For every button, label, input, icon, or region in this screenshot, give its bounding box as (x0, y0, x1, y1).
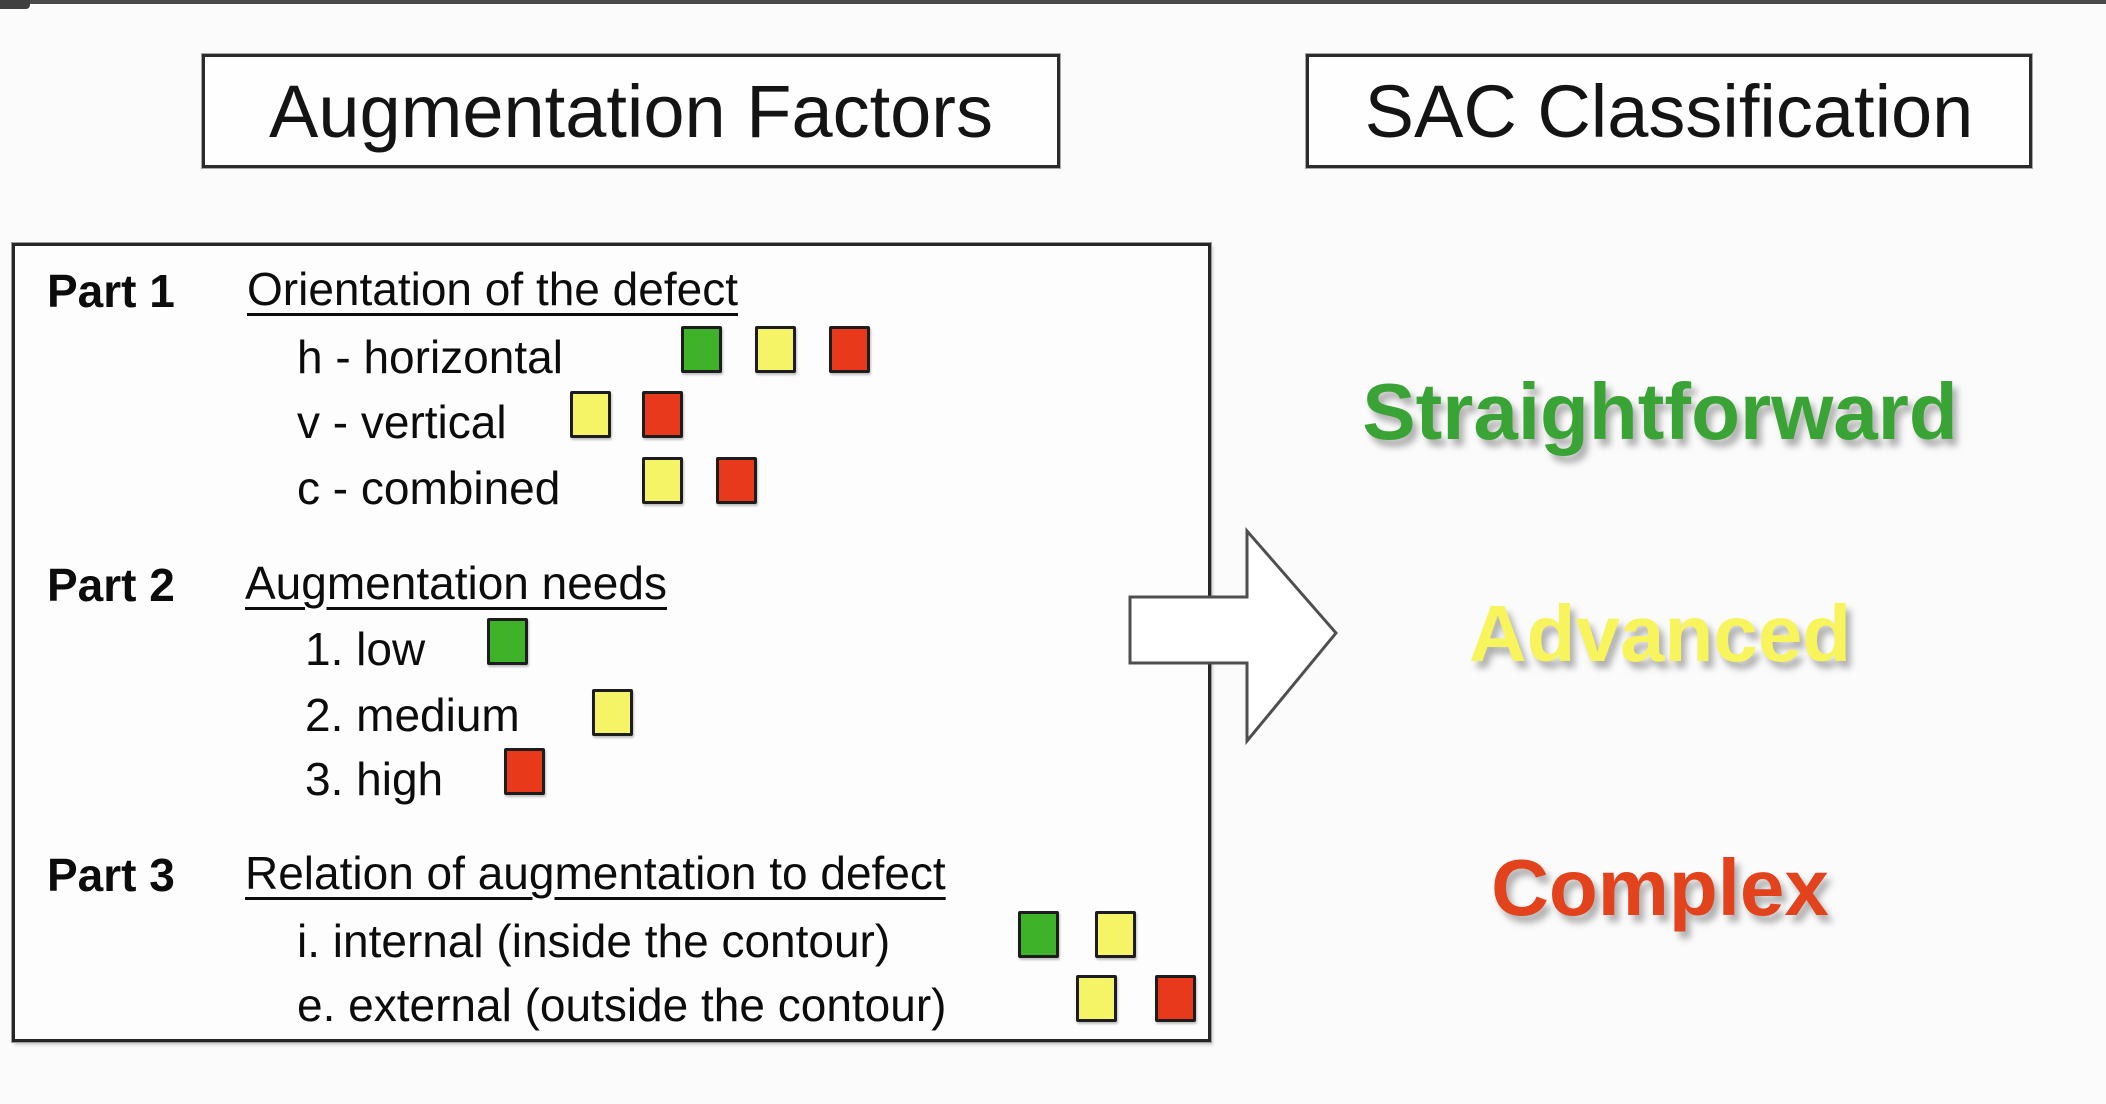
augmentation-factors-panel: Part 1 Orientation of the defect h - horiz… (12, 243, 1211, 1042)
red-severity-square (1155, 975, 1196, 1022)
factor-row-text: v - vertical (297, 396, 507, 448)
factor-row-text: e. external (outside the contour) (297, 979, 947, 1031)
green-severity-square (487, 618, 528, 665)
top-left-edge-artifact (0, 0, 30, 9)
part-heading: Orientation of the defect (247, 263, 738, 315)
factor-row-text: i. internal (inside the contour) (297, 915, 891, 967)
factor-row-text: 2. medium (305, 689, 520, 741)
top-edge-artifact (0, 0, 2106, 4)
red-severity-square (642, 391, 683, 438)
yellow-severity-square (592, 689, 633, 736)
part-label: Part 1 (47, 265, 175, 317)
sac-classification-title-box: SAC Classification (1306, 54, 2032, 168)
part-heading: Augmentation needs (245, 557, 667, 609)
factor-row-text: c - combined (297, 462, 561, 514)
yellow-severity-square (570, 391, 611, 438)
green-severity-square (681, 326, 722, 373)
yellow-severity-square (1095, 911, 1136, 958)
yellow-severity-square (755, 326, 796, 373)
sac-level-label: Straightforward (1362, 367, 1958, 456)
red-severity-square (829, 326, 870, 373)
augmentation-factors-title-box: Augmentation Factors (202, 54, 1060, 168)
sac-classification-title: SAC Classification (1364, 69, 1974, 153)
red-severity-square (716, 457, 757, 504)
green-severity-square (1018, 911, 1059, 958)
sac-level-label: Complex (1491, 843, 1829, 932)
factor-row-text: 1. low (305, 623, 426, 675)
part-heading: Relation of augmentation to defect (245, 847, 946, 899)
augmentation-factors-title: Augmentation Factors (269, 69, 993, 153)
red-severity-square (504, 748, 545, 795)
factor-row-text: h - horizontal (297, 331, 563, 383)
right-arrow-icon (1128, 526, 1338, 746)
part-label: Part 2 (47, 559, 175, 611)
sac-level-label: Advanced (1468, 589, 1852, 678)
factor-row-text: 3. high (305, 753, 444, 805)
yellow-severity-square (1076, 975, 1117, 1022)
part-label: Part 3 (47, 849, 175, 901)
yellow-severity-square (642, 457, 683, 504)
